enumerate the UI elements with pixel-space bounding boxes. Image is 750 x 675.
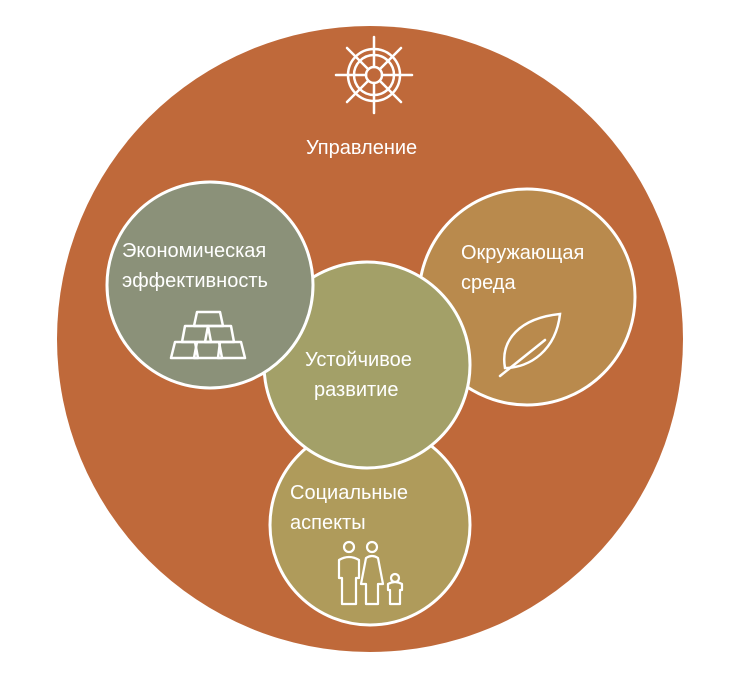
social-label-line1: Социальные [290, 482, 408, 504]
governance-label: Управление [306, 137, 418, 159]
economic-label-line2: эффективность [122, 270, 268, 292]
economic-label-line1: Экономическая [122, 240, 267, 262]
environment-label-line1: Окружающая [461, 242, 585, 264]
center-label-line2: развитие [314, 379, 399, 401]
family-icon [337, 540, 404, 606]
leaf-icon [498, 312, 562, 378]
gold-bars-icon [169, 310, 247, 360]
ship-wheel-icon [334, 35, 414, 115]
social-label-line2: аспекты [290, 512, 366, 534]
center-label-line1: Устойчивое [305, 349, 412, 371]
environment-label-line2: среда [461, 272, 516, 294]
economic-circle [105, 180, 315, 390]
